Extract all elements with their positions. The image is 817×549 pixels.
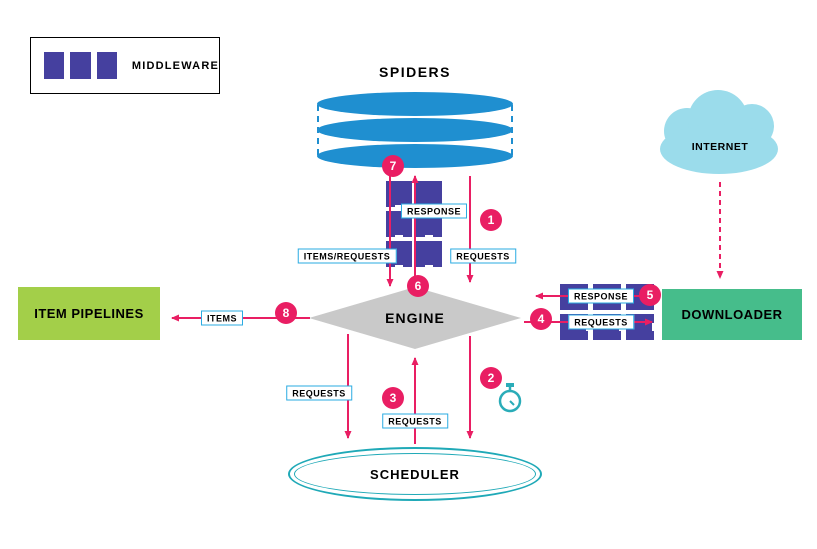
internet-label: INTERNET — [691, 141, 749, 153]
step-5-badge: 5 — [639, 284, 661, 306]
internet-cloud: INTERNET — [660, 88, 780, 180]
middleware-square-icon — [70, 52, 91, 79]
response-label-spider-side: RESPONSE — [400, 203, 468, 219]
step-1-badge: 1 — [480, 209, 502, 231]
item-pipelines-node: ITEM PIPELINES — [18, 287, 160, 340]
cloud-shape — [660, 124, 778, 174]
middleware-legend: MIDDLEWARE — [30, 37, 220, 94]
spiders-node — [317, 92, 513, 170]
engine-label: ENGINE — [385, 310, 445, 326]
downloader-node: DOWNLOADER — [662, 289, 802, 340]
spiders-disc — [317, 118, 513, 142]
items-label: ITEMS — [200, 310, 244, 326]
scheduler-label: SCHEDULER — [370, 466, 460, 482]
stopwatch-icon — [498, 383, 522, 413]
step-6-badge: 6 — [407, 275, 429, 297]
middleware-legend-label: MIDDLEWARE — [131, 59, 220, 72]
requests-label-downloader-side: REQUESTS — [568, 314, 634, 330]
step-8-badge: 8 — [275, 302, 297, 324]
requests-label-engine-to-scheduler: REQUESTS — [286, 385, 352, 401]
middleware-square-icon — [44, 52, 65, 79]
step-4-badge: 4 — [530, 308, 552, 330]
middleware-square-icon — [416, 181, 442, 207]
step-2-badge: 2 — [480, 367, 502, 389]
scheduler-node: SCHEDULER — [288, 447, 542, 501]
spiders-disc — [317, 144, 513, 168]
spiders-disc — [317, 92, 513, 116]
spiders-label: SPIDERS — [379, 64, 451, 80]
item-pipelines-label: ITEM PIPELINES — [34, 306, 144, 321]
scheduler-inner-ring — [294, 453, 536, 495]
downloader-label: DOWNLOADER — [681, 307, 783, 322]
items-requests-label: ITEMS/REQUESTS — [297, 248, 397, 264]
middleware-square-icon — [416, 241, 442, 267]
response-label-downloader-side: RESPONSE — [567, 288, 635, 304]
middleware-square-icon — [96, 52, 117, 79]
requests-label-spider-side: REQUESTS — [450, 248, 516, 264]
step-3-badge: 3 — [382, 387, 404, 409]
step-7-badge: 7 — [382, 155, 404, 177]
requests-label-scheduler-to-engine: REQUESTS — [382, 413, 448, 429]
